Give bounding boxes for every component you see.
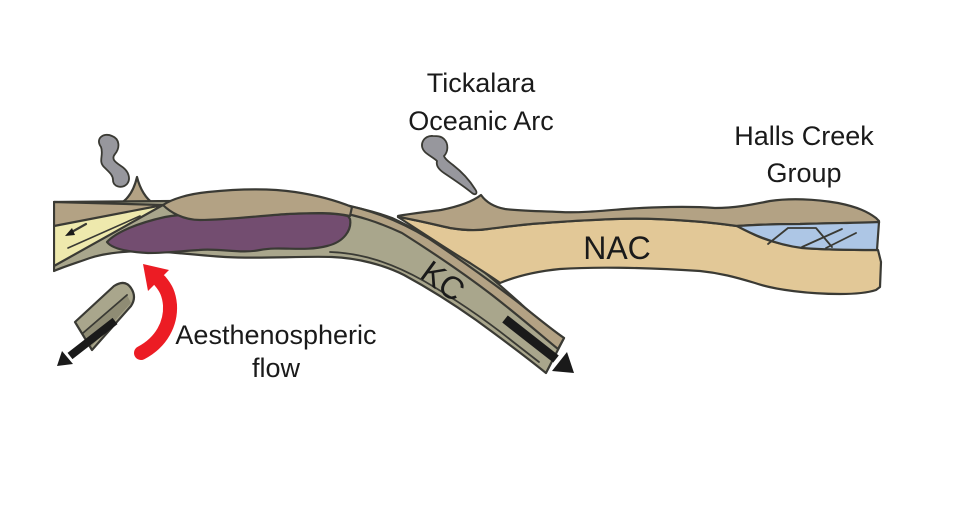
left-clip — [0, 0, 53, 513]
upper-crust-band-left — [52, 200, 165, 228]
crust-blob — [161, 188, 354, 222]
tickalara-label-line1: Tickalara — [427, 68, 537, 98]
smoke-plume-left — [98, 134, 130, 188]
basin-fold-line-2 — [801, 228, 843, 248]
slab-crust-stripe — [336, 202, 566, 351]
halls-creek-basin — [735, 220, 881, 252]
tickalara-label-line2: Oceanic Arc — [408, 106, 554, 136]
flow-label-line2: flow — [252, 353, 301, 383]
flow-label-line1: Aesthenospheric — [175, 320, 376, 350]
halls-creek-label-line1: Halls Creek — [734, 121, 874, 151]
slab-fragment — [73, 281, 136, 352]
halls-creek-label-line2: Group — [766, 158, 841, 188]
wedge-fault-line — [67, 215, 141, 249]
thrust-arrow-head — [65, 228, 75, 236]
aesthenospheric-flow-arrow — [134, 264, 178, 360]
subduction-arrow — [502, 315, 574, 373]
slab-fragment-arrow — [57, 317, 118, 366]
nac-label: NAC — [583, 230, 651, 266]
smoke-plume-center — [421, 135, 478, 196]
slab-inner-line — [329, 251, 540, 363]
upper-crust-band-right — [396, 193, 881, 232]
basin-fold-line-3 — [825, 232, 857, 249]
